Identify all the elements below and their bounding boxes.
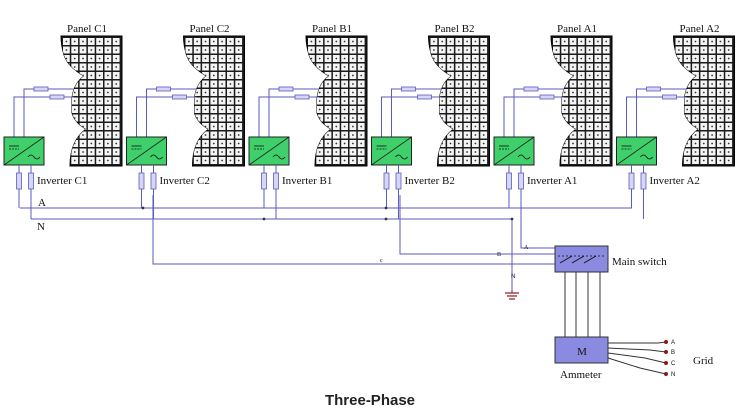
diagram-caption: Three-Phase [325, 392, 415, 409]
grid-terminal-b [664, 350, 668, 354]
bus-wires: A N c B A N [20, 195, 632, 290]
main-switch-label: Main switch [612, 256, 667, 268]
unit-4: Panel B2 Inverter B2 [371, 23, 490, 219]
inverter-label: Inverter A2 [650, 175, 700, 187]
inverter-icon [371, 136, 412, 166]
inverter-label: Inverter B1 [282, 175, 332, 187]
main-switch: Main switch [554, 245, 667, 273]
inverter-label: Inverter B2 [405, 175, 455, 187]
panel-label: Panel C2 [190, 23, 230, 35]
panel-label: Panel A1 [557, 23, 597, 35]
ammeter: M Ammeter [554, 336, 609, 381]
ammeter-symbol: M [577, 346, 587, 358]
grid-terminal-a-label: A [671, 340, 675, 346]
panel-label: Panel A2 [680, 23, 720, 35]
solar-panel [427, 35, 490, 167]
solar-panel [672, 35, 735, 167]
panel-label: Panel B1 [312, 23, 352, 35]
unit-6: Panel A2 Inverter A2 [616, 23, 735, 219]
ground-icon [505, 290, 519, 300]
inverter-label: Inverter A1 [527, 175, 577, 187]
neutral-label: N [37, 221, 45, 233]
phase-a-label: A [38, 197, 46, 209]
solar-panel [182, 35, 245, 167]
ammeter-label: Ammeter [560, 369, 602, 381]
solar-panel [305, 35, 368, 167]
inverter-icon [126, 136, 167, 166]
grid-label: Grid [693, 355, 714, 367]
grid-terminal-n-label: N [671, 372, 675, 378]
phase-c-label: c [380, 258, 383, 264]
solar-panel [550, 35, 613, 167]
grid-terminal-c [664, 361, 668, 365]
grid-terminal-n [664, 372, 668, 376]
inverter-icon [248, 136, 290, 166]
grid-output: A B C N Grid [607, 340, 714, 378]
unit-3: Panel B1 Inverter B1 [248, 23, 368, 219]
phase-a-switch-label: A [524, 245, 529, 251]
phase-b-label: B [497, 252, 501, 258]
unit-2: Panel C2 Inverter C2 [126, 23, 245, 219]
solar-panel [60, 35, 123, 167]
inverter-icon [3, 136, 45, 166]
inverter-icon [493, 136, 535, 166]
unit-5: Panel A1 Inverter A1 [493, 23, 613, 219]
panel-label: Panel C1 [67, 23, 107, 35]
grid-terminal-c-label: C [671, 361, 676, 367]
panel-label: Panel B2 [435, 23, 475, 35]
unit-1: Panel C1 Inverter C1 [3, 23, 123, 219]
neutral-small-label: N [511, 274, 515, 280]
switch-ammeter-wires [564, 272, 601, 337]
grid-terminal-a [664, 340, 668, 344]
inverter-label: Inverter C2 [160, 175, 210, 187]
inverter-label: Inverter C1 [37, 175, 87, 187]
inverter-icon [616, 136, 657, 166]
grid-terminal-b-label: B [671, 350, 675, 356]
